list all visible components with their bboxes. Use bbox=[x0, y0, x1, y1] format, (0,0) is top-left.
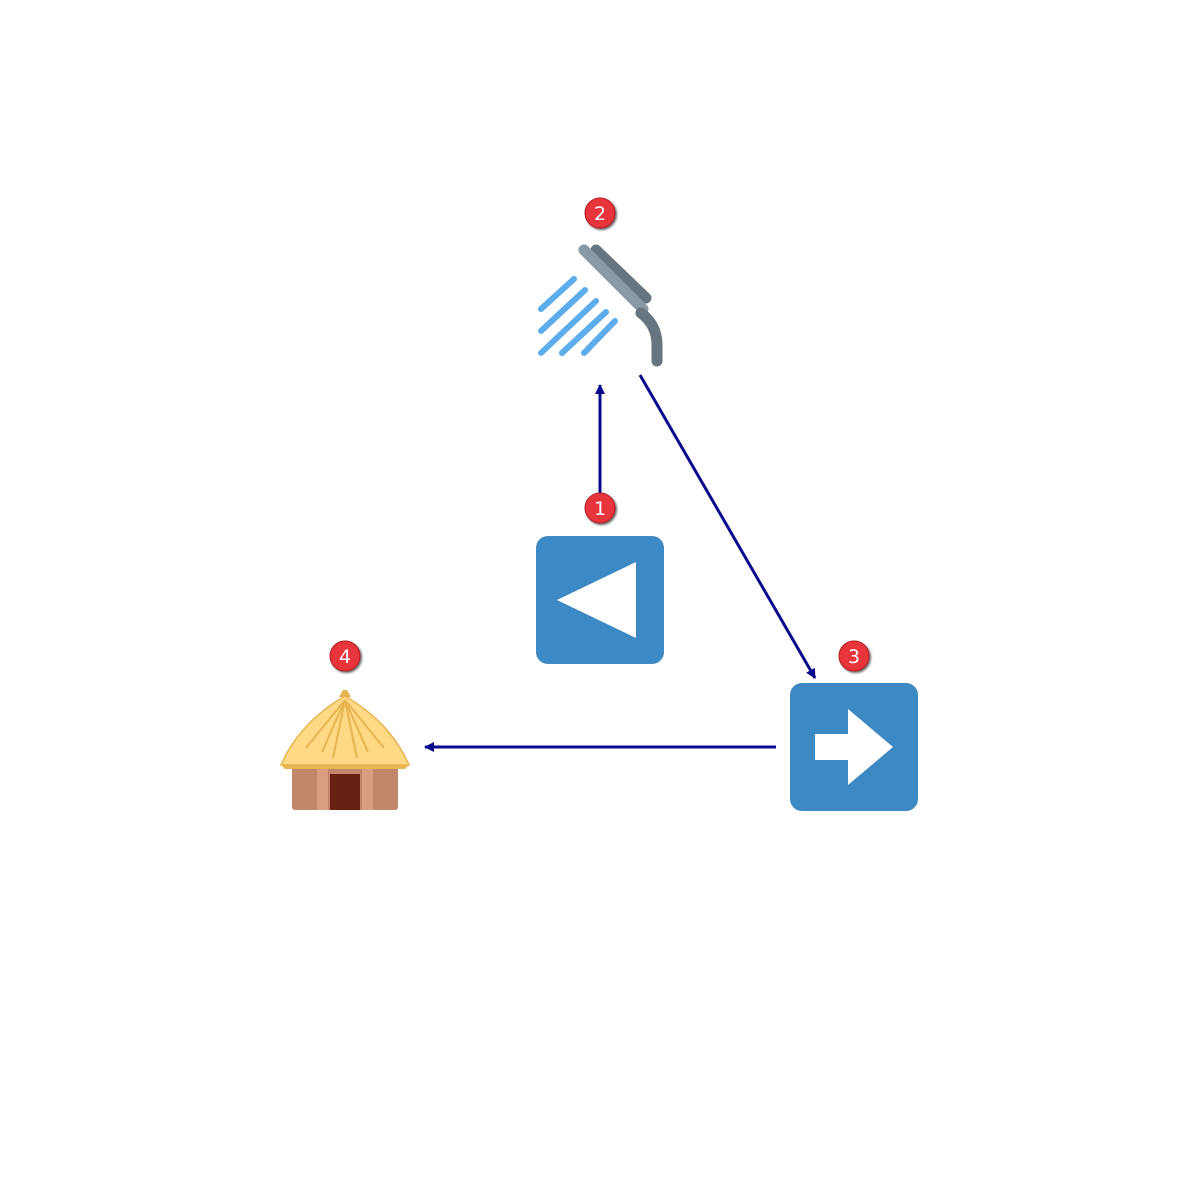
node-badge-label: 3 bbox=[848, 646, 860, 668]
node-3: 3 bbox=[790, 640, 918, 811]
node-badge bbox=[329, 640, 361, 672]
right-arrow-button-icon bbox=[790, 683, 918, 811]
node-badge-label: 4 bbox=[339, 646, 351, 668]
node-badge-label: 2 bbox=[594, 203, 606, 225]
edges bbox=[424, 374, 817, 752]
node-badge bbox=[838, 640, 870, 672]
node-badge bbox=[584, 197, 616, 229]
hut-icon bbox=[279, 690, 411, 810]
shower-icon bbox=[538, 244, 663, 367]
node-badge bbox=[584, 492, 616, 524]
node-4: 4 bbox=[279, 640, 411, 810]
edge-2-to-3 bbox=[638, 374, 817, 679]
node-1: 1 bbox=[536, 492, 664, 664]
node-2: 2 bbox=[538, 197, 663, 367]
node-badge-label: 1 bbox=[594, 498, 606, 520]
reverse-button-icon bbox=[536, 536, 664, 664]
